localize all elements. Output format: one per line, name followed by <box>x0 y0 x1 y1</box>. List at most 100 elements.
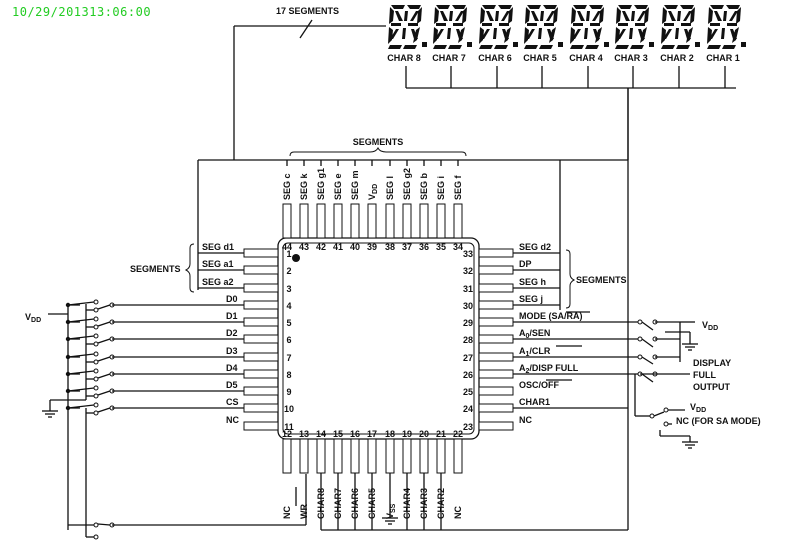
display-segment <box>495 11 499 21</box>
display-segment <box>417 7 422 24</box>
pin-name: SEG i <box>436 176 446 200</box>
switch-lever <box>641 373 654 383</box>
segments-left-label: SEGMENTS <box>130 264 181 274</box>
display-segment <box>729 11 738 21</box>
pin-25 <box>478 386 514 396</box>
pin-name: D2 <box>226 328 238 338</box>
display-segment <box>736 7 741 24</box>
pin-40 <box>350 203 360 239</box>
junction-dot <box>65 319 71 325</box>
char-label: CHAR 6 <box>478 53 512 63</box>
display-segment <box>677 11 681 21</box>
pin-30 <box>478 300 514 310</box>
pin-32 <box>478 265 514 275</box>
display-segment <box>525 7 530 24</box>
display-segment <box>726 5 740 9</box>
pin-number: 33 <box>463 249 473 259</box>
segments-brace-left <box>184 243 195 293</box>
display-segment <box>663 29 672 39</box>
display-segment <box>573 23 583 26</box>
junction-dot <box>65 354 71 360</box>
display-full-label: OUTPUT <box>693 382 731 392</box>
vdd-tap <box>67 353 95 358</box>
pin-name: SEG d2 <box>519 242 551 252</box>
junction-dot <box>65 336 71 342</box>
pin-16 <box>350 438 360 474</box>
bus-slash <box>299 19 313 39</box>
pin-number: 1 <box>286 249 291 259</box>
display-segment <box>571 7 576 24</box>
pin-17 <box>367 438 377 474</box>
switch-contact <box>663 407 669 413</box>
pin-name: NC <box>226 415 239 425</box>
display-segment <box>616 7 621 24</box>
display-segment <box>714 11 722 21</box>
switch-contact <box>93 316 99 322</box>
pin-name: SEG k <box>299 172 309 200</box>
display-segment <box>661 45 675 49</box>
pin-2 <box>243 265 279 275</box>
pin-number: 18 <box>385 429 395 439</box>
display-segment <box>710 5 724 9</box>
display-segment <box>435 29 444 39</box>
char-label: CHAR 4 <box>569 53 603 63</box>
display-segment <box>618 5 632 9</box>
display-segment <box>524 27 529 44</box>
display-segment <box>481 29 490 39</box>
pin-14 <box>316 438 326 474</box>
display-digit <box>524 5 563 49</box>
pin-number: 19 <box>402 429 412 439</box>
pin-35 <box>436 203 446 239</box>
pin-number: 14 <box>316 429 326 439</box>
switch-contact <box>93 333 99 339</box>
pin-37 <box>402 203 412 239</box>
pin-5 <box>243 317 279 327</box>
display-segment <box>479 45 493 49</box>
pin-number: 15 <box>333 429 343 439</box>
pin-36 <box>419 203 429 239</box>
vdd-tap <box>67 318 95 323</box>
char-label: CHAR 5 <box>523 53 557 63</box>
display-segment <box>508 7 513 24</box>
switch-contact <box>93 393 99 399</box>
display-segment <box>544 23 554 26</box>
display-segment <box>389 7 394 24</box>
display-segment <box>622 11 630 21</box>
display-segment <box>447 28 451 39</box>
switch-lever <box>97 390 111 396</box>
decimal-point <box>649 42 654 47</box>
switch-lever <box>97 523 111 526</box>
pin-42 <box>316 203 326 239</box>
decimal-point <box>741 42 746 47</box>
display-segment <box>573 5 587 9</box>
switch-lever <box>641 356 654 365</box>
char-label: CHAR 7 <box>432 53 466 63</box>
pin-28 <box>478 334 514 344</box>
display-segment <box>479 27 484 44</box>
pin-name: SEG f <box>453 174 463 200</box>
vdd-label-mode: VDD <box>690 402 706 414</box>
switch-lever <box>641 338 654 348</box>
bus-label: 17 SEGMENTS <box>276 6 339 16</box>
display-digit <box>388 5 427 49</box>
switch-contact <box>649 413 655 419</box>
pin-number: 20 <box>419 429 429 439</box>
pin-name: DP <box>519 259 532 269</box>
switch-lever <box>97 321 111 327</box>
display-segment <box>493 28 497 39</box>
vdd-label-left: VDD <box>25 312 41 324</box>
decimal-point <box>695 42 700 47</box>
char-label: CHAR 8 <box>387 53 421 63</box>
pin-34 <box>453 203 463 239</box>
display-segment <box>590 23 600 26</box>
display-segment <box>480 7 485 24</box>
display-segment <box>498 5 512 9</box>
display-segment <box>455 11 464 21</box>
pin-9 <box>243 386 279 396</box>
pin-number: 6 <box>286 335 291 345</box>
display-segment <box>675 28 679 39</box>
switch-contact <box>93 299 99 305</box>
pin-19 <box>402 438 412 474</box>
pin-name: CS <box>226 397 239 407</box>
vdd-tap <box>67 301 95 306</box>
